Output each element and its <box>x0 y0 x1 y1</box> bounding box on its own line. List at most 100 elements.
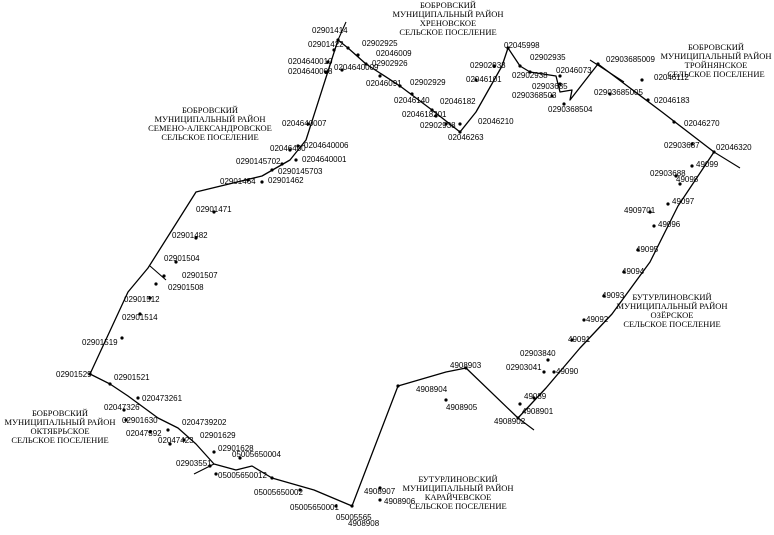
boundary-point-label: 02046091 <box>366 79 402 88</box>
boundary-point-label: 02046182 <box>440 97 476 106</box>
svg-text:БОБРОВСКИЙ: БОБРОВСКИЙ <box>688 42 744 52</box>
boundary-point-label: 49096 <box>658 220 681 229</box>
boundary-point-marker <box>194 236 198 240</box>
boundary-point-label: 4908905 <box>446 403 478 412</box>
boundary-point-label: 02902925 <box>362 39 398 48</box>
boundary-point-marker <box>444 122 448 126</box>
boundary-point-label: 02901519 <box>82 338 118 347</box>
boundary-point-marker <box>636 248 640 252</box>
boundary-point-label: 49093 <box>602 291 625 300</box>
boundary-point-label: 0204640006 <box>304 141 349 150</box>
region-label: БОБРОВСКИЙ МУНИЦИПАЛЬНЫЙ РАЙОН ТРОЙНЯНСК… <box>660 42 771 79</box>
boundary-point-label: 02046400 <box>270 144 306 153</box>
boundary-point-marker <box>518 402 522 406</box>
boundary-point-label: 02902929 <box>410 78 446 87</box>
boundary-point-label: 02047392 <box>126 429 162 438</box>
svg-text:СЕЛЬСКОЕ ПОСЕЛЕНИЕ: СЕЛЬСКОЕ ПОСЕЛЕНИЕ <box>667 69 764 79</box>
region-label: БОБРОВСКИЙ МУНИЦИПАЛЬНЫЙ РАЙОН ОКТЯБРЬСК… <box>4 408 115 445</box>
boundary-point-label: 4908906 <box>384 497 416 506</box>
boundary-point-label: 0204640001 <box>302 155 347 164</box>
boundary-point-marker <box>492 64 496 68</box>
svg-text:БУТУРЛИНОВСКИЙ: БУТУРЛИНОВСКИЙ <box>418 474 497 484</box>
boundary-point-label: 02901414 <box>312 26 348 35</box>
boundary-point-marker <box>546 358 550 362</box>
boundary-point-label: 05005565 <box>336 513 372 522</box>
svg-text:СЕЛЬСКОЕ ПОСЕЛЕНИЕ: СЕЛЬСКОЕ ПОСЕЛЕНИЕ <box>409 501 506 511</box>
boundary-point-label: 4909701 <box>624 206 656 215</box>
boundary-point-label: 49090 <box>556 367 579 376</box>
boundary-point-marker <box>558 82 562 86</box>
boundary-tick <box>589 59 625 83</box>
boundary-point-label: 02902938 <box>420 121 456 130</box>
boundary-point-label: 49095 <box>636 245 659 254</box>
boundary-point-marker <box>558 74 562 78</box>
boundary-tick <box>713 151 741 169</box>
boundary-point-label: 02902933 <box>470 61 506 70</box>
boundary-point-label: 49092 <box>586 315 609 324</box>
boundary-point-marker <box>458 122 462 126</box>
boundary-point-label: 02901471 <box>196 205 232 214</box>
boundary-point-label: 4908904 <box>416 385 448 394</box>
boundary-point-label: 4908902 <box>494 417 526 426</box>
boundary-point-label: 0290368503 <box>512 91 557 100</box>
boundary-point-marker <box>690 164 694 168</box>
boundary-point-marker <box>516 416 520 420</box>
boundary-point-label: 0204640008 <box>288 67 333 76</box>
boundary-tick <box>337 21 347 41</box>
boundary-point-label: 0204640009 <box>334 63 379 72</box>
svg-text:КАРАЙЧЕВСКОЕ: КАРАЙЧЕВСКОЕ <box>425 492 492 502</box>
boundary-point-marker <box>364 62 368 66</box>
svg-text:ОЗЁРСКОЕ: ОЗЁРСКОЕ <box>651 310 694 320</box>
boundary-line <box>89 39 715 507</box>
boundary-point-marker <box>294 158 298 162</box>
boundary-point-label: 02902926 <box>372 59 408 68</box>
boundary-point-marker <box>238 456 242 460</box>
svg-text:БОБРОВСКИЙ: БОБРОВСКИЙ <box>420 0 476 10</box>
boundary-point-label: 02046183 <box>654 96 690 105</box>
boundary-point-label: 0290368504 <box>548 105 593 114</box>
boundary-point-marker <box>174 260 178 264</box>
boundary-point-label: 02901508 <box>168 283 204 292</box>
boundary-point-marker <box>444 398 448 402</box>
boundary-point-marker <box>434 114 438 118</box>
boundary-point-marker <box>640 78 644 82</box>
boundary-point-marker <box>608 92 612 96</box>
boundary-point-marker <box>396 384 400 388</box>
boundary-point-marker <box>690 142 694 146</box>
svg-text:МУНИЦИПАЛЬНЫЙ РАЙОН: МУНИЦИПАЛЬНЫЙ РАЙОН <box>616 301 727 311</box>
boundary-point-marker <box>124 418 128 422</box>
boundary-point-label: 02901504 <box>164 254 200 263</box>
boundary-point-label: 02046210 <box>478 117 514 126</box>
boundary-point-label: 02901507 <box>182 271 218 280</box>
region-label: БОБРОВСКИЙ МУНИЦИПАЛЬНЫЙ РАЙОН СЕМЕНО-АЛ… <box>148 105 272 142</box>
boundary-point-marker <box>378 486 382 490</box>
boundary-point-marker <box>570 338 574 342</box>
svg-text:СЕЛЬСКОЕ ПОСЕЛЕНИЕ: СЕЛЬСКОЕ ПОСЕЛЕНИЕ <box>399 27 496 37</box>
boundary-point-label: 02046009 <box>376 49 412 58</box>
boundary-point-marker <box>550 94 554 98</box>
boundary-point-marker <box>542 370 546 374</box>
boundary-point-marker <box>166 428 170 432</box>
boundary-point-marker <box>148 430 152 434</box>
boundary-point-label: 0204618201 <box>402 110 447 119</box>
svg-text:ОКТЯБРЬСКОЕ: ОКТЯБРЬСКОЕ <box>30 426 89 436</box>
boundary-point-marker <box>332 48 336 52</box>
boundary-point-label: 02046073 <box>556 66 592 75</box>
boundary-point-label: 02903840 <box>520 349 556 358</box>
boundary-point-label: 4908901 <box>522 407 554 416</box>
boundary-point-marker <box>518 64 522 68</box>
boundary-point-marker <box>208 464 212 468</box>
boundary-point-label: 49098 <box>676 175 699 184</box>
boundary-point-marker <box>324 70 328 74</box>
boundary-point-marker <box>378 74 382 78</box>
boundary-point-marker <box>666 202 670 206</box>
boundary-point-label: 02901521 <box>114 373 150 382</box>
boundary-point-marker <box>122 408 126 412</box>
boundary-point-label: 02903551 <box>176 459 212 468</box>
boundary-point-label: 02901629 <box>200 431 236 440</box>
boundary-point-marker <box>528 70 532 74</box>
svg-text:СЕЛЬСКОЕ ПОСЕЛЕНИЕ: СЕЛЬСКОЕ ПОСЕЛЕНИЕ <box>11 435 108 445</box>
svg-text:СЕМЕНО-АЛЕКСАНДРОВСКОЕ: СЕМЕНО-АЛЕКСАНДРОВСКОЕ <box>148 123 272 133</box>
boundary-point-label: 02903041 <box>506 363 542 372</box>
boundary-point-marker <box>532 396 536 400</box>
